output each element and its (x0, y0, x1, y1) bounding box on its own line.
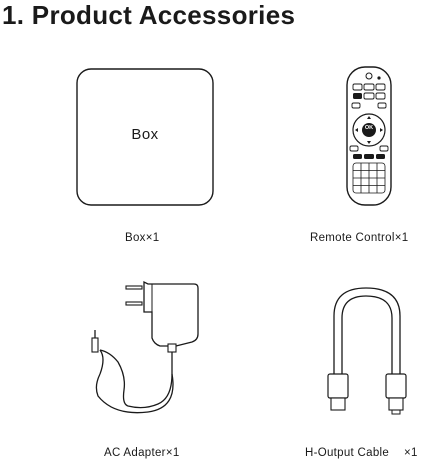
box-device-label: Box (76, 126, 214, 143)
remote-control-icon (346, 66, 392, 206)
cable-illustration (318, 282, 418, 422)
cable-caption-name: H-Output Cable (305, 446, 389, 460)
adapter-illustration (88, 278, 212, 418)
adapter-caption: AC Adapter×1 (104, 446, 180, 460)
hdmi-cable-icon (318, 282, 418, 422)
page-title: 1. Product Accessories (2, 0, 295, 30)
remote-illustration: OK (346, 66, 392, 206)
remote-ok-label: OK (363, 125, 375, 131)
remote-caption: Remote Control×1 (310, 231, 408, 245)
ac-adapter-icon (88, 278, 212, 418)
cable-caption-qty: ×1 (404, 446, 418, 460)
box-caption: Box×1 (125, 231, 159, 245)
box-illustration: Box (76, 68, 214, 206)
